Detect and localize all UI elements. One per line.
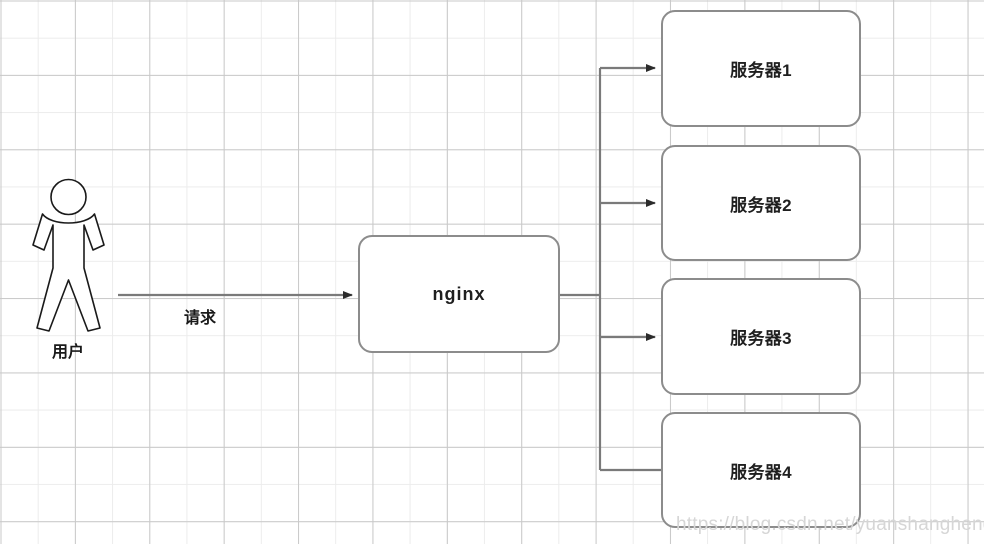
user-actor-figure: [32, 178, 105, 332]
server-node-1-label: 服务器1: [730, 61, 792, 80]
server-node-4[interactable]: 服务器4: [661, 412, 861, 528]
server-node-2[interactable]: 服务器2: [661, 145, 861, 261]
user-actor-label: 用户: [51, 344, 85, 361]
server-node-4-label: 服务器4: [730, 462, 792, 482]
server-node-3[interactable]: 服务器3: [661, 278, 861, 395]
server-node-3-label: 服务器3: [730, 329, 792, 348]
server-node-2-label: 服务器2: [730, 195, 792, 215]
watermark-text: https://blog.csdn.net/yuanshanghenghuo: [676, 514, 984, 535]
actor-head-icon: [50, 178, 87, 216]
edge-label-request: 请求: [183, 310, 217, 327]
nginx-node-label: nginx: [432, 283, 486, 304]
nginx-node[interactable]: nginx: [358, 235, 560, 353]
actor-body-icon: [32, 213, 105, 332]
server-node-1[interactable]: 服务器1: [661, 10, 861, 127]
